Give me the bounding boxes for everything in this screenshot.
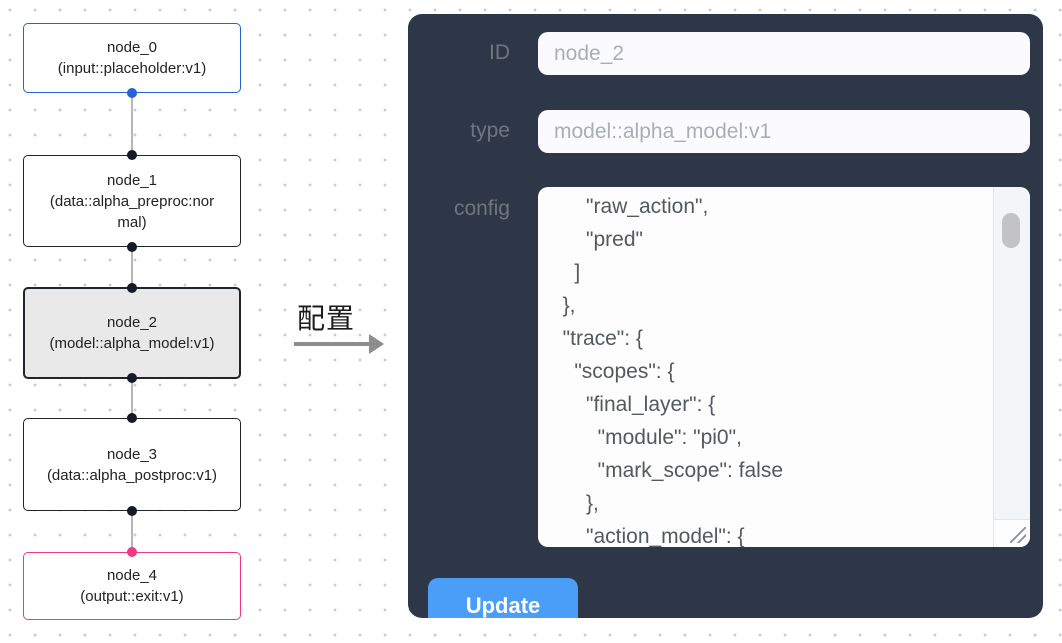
node-title: node_0 [106, 39, 158, 56]
config-arrow-head-icon [369, 334, 384, 354]
source-handle[interactable] [127, 506, 137, 516]
source-handle[interactable] [127, 373, 137, 383]
id-field-label: ID [489, 41, 510, 64]
target-handle[interactable] [127, 283, 137, 293]
edge-node0-node1 [131, 93, 133, 155]
edge-node3-node4 [131, 511, 133, 552]
config-arrow-icon [294, 342, 370, 346]
node-type-label: (data::alpha_preproc:normal) [49, 192, 215, 231]
node-title: node_3 [106, 445, 158, 463]
target-handle[interactable] [127, 150, 137, 160]
edge-node1-node2 [131, 247, 133, 287]
type-input[interactable] [538, 110, 1030, 153]
flow-node-node_3[interactable]: node_3 (data::alpha_postproc:v1) [23, 413, 241, 516]
id-input[interactable] [538, 32, 1030, 75]
config-field-label: config [453, 197, 510, 220]
node-title: node_2 [106, 314, 158, 331]
edge-node2-node3 [131, 379, 133, 418]
node-type-label: (input::placeholder:v1) [57, 60, 207, 77]
target-handle[interactable] [127, 413, 137, 423]
flow-node-node_2-selected[interactable]: node_2 (model::alpha_model:v1) [23, 283, 241, 383]
transition-label: 配置 [297, 303, 356, 334]
config-textarea[interactable]: "raw_action", "pred" ] }, "trace": { "sc… [538, 187, 993, 547]
node-type-label: (data::alpha_postproc:v1) [46, 466, 218, 484]
node-title: node_4 [106, 567, 158, 584]
update-button[interactable]: Update [428, 578, 578, 618]
type-field-label: type [470, 119, 510, 142]
resize-handle-icon[interactable] [1010, 527, 1026, 543]
node-title: node_1 [106, 171, 158, 189]
target-handle[interactable] [127, 547, 137, 557]
node-type-label: (model::alpha_model:v1) [49, 335, 215, 352]
source-handle[interactable] [127, 242, 137, 252]
resize-corner [993, 519, 1030, 547]
node-type-label: (output::exit:v1) [80, 588, 184, 605]
config-editor: "raw_action", "pred" ] }, "trace": { "sc… [538, 187, 1030, 547]
config-panel: ID type config "raw_action", "pred" ] },… [408, 14, 1043, 618]
source-handle[interactable] [127, 88, 137, 98]
scrollbar-track[interactable] [993, 187, 1030, 520]
flow-node-node_0[interactable]: node_0 (input::placeholder:v1) [23, 23, 241, 98]
flow-node-node_4[interactable]: node_4 (output::exit:v1) [23, 547, 241, 620]
scrollbar-thumb[interactable] [1002, 213, 1020, 248]
flow-node-node_1[interactable]: node_1 (data::alpha_preproc:normal) [23, 150, 241, 252]
